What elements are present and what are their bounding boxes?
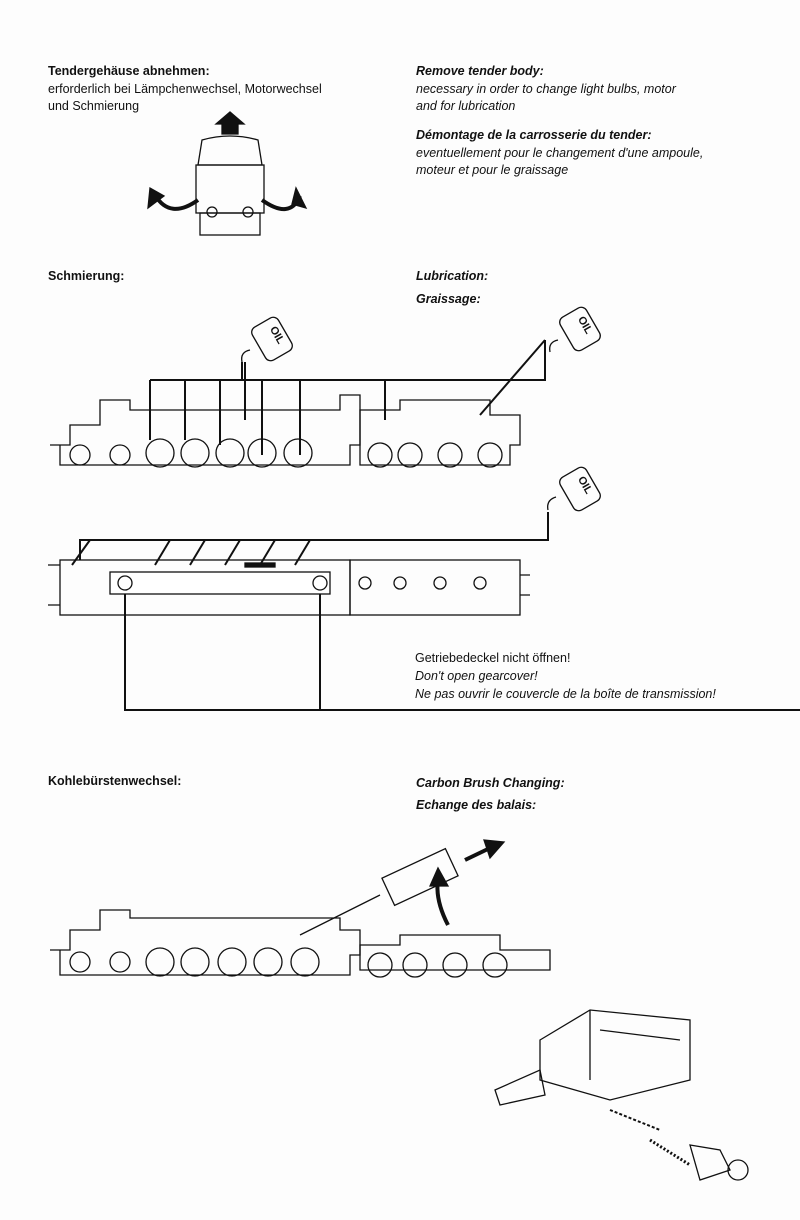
lubrication-leader-lines [71, 339, 800, 711]
warning-fr: Ne pas ouvrir le couvercle de la boîte d… [415, 687, 716, 701]
chassis-top-illustration [48, 559, 530, 616]
locomotive-side-illustration [50, 394, 521, 468]
tender-de-title: Tendergehäuse abnehmen: [48, 64, 210, 78]
svg-text:OIL: OIL [575, 314, 595, 336]
tender-en-title: Remove tender body: [416, 64, 544, 78]
tender-de-line: erforderlich bei Lämpchenwechsel, Motorw… [48, 82, 322, 96]
tender-fr-line: eventuellement pour le changement d'une … [416, 146, 704, 160]
motor-detail-illustration [494, 1009, 749, 1181]
tender-front-illustration [147, 111, 308, 236]
svg-text:OIL: OIL [575, 474, 595, 496]
oil-label: OIL [267, 324, 287, 346]
tender-en-line: and for lubrication [416, 99, 516, 113]
warning-de: Getriebedeckel nicht öffnen! [415, 651, 571, 665]
lubrication-fr-title: Graissage: [416, 292, 481, 306]
oil-bottle-icon: OIL [547, 466, 601, 512]
tender-fr-line: moteur et pour le graissage [416, 163, 569, 177]
tender-de-line: und Schmierung [48, 99, 140, 113]
lubrication-de-title: Schmierung: [48, 269, 125, 283]
brush-en-title: Carbon Brush Changing: [416, 776, 565, 790]
warning-en: Don't open gearcover! [415, 669, 538, 683]
brush-de-title: Kohlebürstenwechsel: [48, 774, 182, 788]
oil-bottle-icon: OIL [241, 316, 293, 363]
oil-bottle-icon: OIL [549, 306, 601, 353]
tender-en-line: necessary in order to change light bulbs… [416, 82, 676, 96]
tender-fr-title: Démontage de la carrosserie du tender: [416, 128, 652, 142]
lubrication-en-title: Lubrication: [416, 269, 489, 283]
brush-fr-title: Echange des balais: [416, 798, 537, 812]
locomotive-brush-illustration [50, 839, 551, 978]
